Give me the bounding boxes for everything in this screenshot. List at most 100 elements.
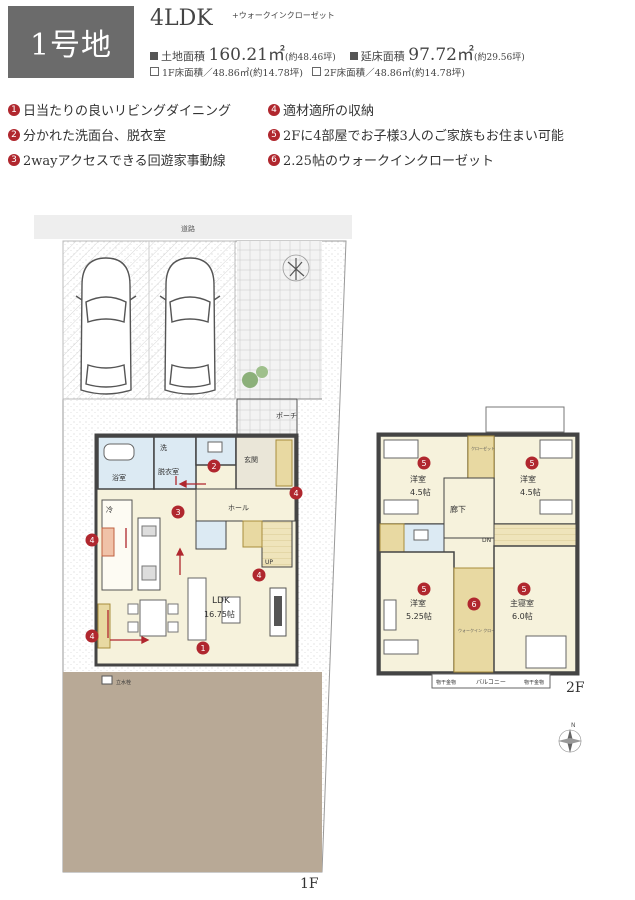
svg-text:3: 3 — [175, 508, 180, 517]
road — [34, 215, 352, 239]
dining-table — [127, 599, 179, 637]
land-area-value: 160.21㎡ — [208, 45, 285, 65]
marker-5: 5 — [525, 456, 539, 470]
room-ne-size: 4.5帖 — [520, 487, 541, 497]
marker-2: 2 — [207, 459, 221, 473]
drying-left: 物干金物 — [436, 679, 456, 686]
floor-label-1f: 1F — [300, 876, 319, 892]
room-nw-label: 洋室 — [410, 474, 426, 484]
compass-icon: N — [558, 722, 582, 753]
svg-text:4: 4 — [293, 489, 298, 498]
stairs-2f — [493, 523, 577, 547]
square-hollow-icon — [150, 67, 159, 76]
feature-text: 2.25帖のウォークインクローゼット — [283, 154, 494, 169]
svg-text:5: 5 — [421, 459, 426, 468]
plant-icon — [242, 254, 310, 388]
garden-area — [63, 672, 322, 872]
svg-text:N: N — [571, 722, 576, 729]
svg-text:クローゼット: クローゼット — [471, 445, 495, 451]
entrance-label: 玄関 — [244, 455, 258, 464]
land-area-tsubo: (約48.46坪) — [284, 53, 336, 63]
f1-area: 1F床面積／48.86㎡(約14.78坪) — [162, 68, 303, 79]
wash-label: 洗 — [160, 443, 167, 452]
number-marker-icon: 5 — [268, 128, 280, 141]
car-icon — [75, 257, 137, 395]
balcony-label: バルコニー — [476, 679, 506, 686]
flow-arrows — [107, 476, 206, 645]
svg-text:4: 4 — [89, 632, 94, 641]
number-marker-icon: 2 — [8, 128, 20, 141]
feature-text: 2Fに4部屋でお子様3人のご家族もお住まい可能 — [283, 129, 564, 144]
layout-extra: +ウォークインクローゼット — [232, 11, 335, 20]
square-filled-icon — [150, 52, 158, 60]
road-label: 道路 — [181, 224, 195, 233]
floor-label-2f: 2F — [566, 680, 585, 696]
hall-label: ホール — [228, 504, 249, 512]
balcony-top — [485, 406, 565, 433]
svg-text:5: 5 — [521, 585, 526, 594]
svg-text:6: 6 — [471, 600, 476, 609]
fridge-label: 冷 — [106, 505, 113, 514]
svg-text:4: 4 — [89, 536, 94, 545]
svg-text:2: 2 — [211, 462, 216, 471]
wic-label: ウォークイン クローゼット 2.25帖 — [458, 627, 521, 633]
area-floor-line: 1F床面積／48.86㎡(約14.78坪) 2F床面積／48.86㎡(約14.7… — [150, 65, 465, 79]
feature-text: 適材適所の収納 — [283, 104, 375, 119]
svg-text:1: 1 — [200, 644, 205, 653]
number-marker-icon: 6 — [268, 153, 280, 166]
walk-in-closet — [453, 567, 495, 673]
balcony — [431, 673, 551, 689]
feature-text: 2wayアクセスできる回遊家事動線 — [23, 154, 226, 169]
room-sw-label: 洋室 — [410, 598, 426, 608]
floor-area-tsubo: (約29.56坪) — [473, 53, 525, 63]
porch-label: ポーチ — [276, 412, 297, 420]
number-marker-icon: 3 — [8, 153, 20, 166]
master-size: 6.0帖 — [512, 611, 533, 621]
marker-4: 4 — [85, 533, 99, 547]
room-ne-label: 洋室 — [520, 474, 536, 484]
ldk-size: 16.75帖 — [204, 609, 235, 619]
bath-label: 浴室 — [112, 473, 126, 482]
drying-right: 物干金物 — [524, 679, 544, 686]
hall — [195, 488, 296, 522]
number-marker-icon: 1 — [8, 103, 20, 116]
floor-area-value: 97.72㎡ — [408, 45, 474, 65]
closet-top — [467, 435, 495, 479]
land-area-label: 土地面積 — [161, 50, 205, 63]
marker-6: 6 — [467, 597, 481, 611]
feature-text: 分かれた洗面台、脱衣室 — [23, 129, 167, 144]
marker-1: 1 — [196, 641, 210, 655]
faucet-icon — [101, 675, 113, 685]
square-filled-icon — [349, 52, 358, 60]
marker-4: 4 — [252, 568, 266, 582]
corridor-label: 廊下 — [450, 504, 466, 514]
svg-text:5: 5 — [421, 585, 426, 594]
marker-4: 4 — [85, 629, 99, 643]
car-icon — [159, 257, 221, 395]
marker-3: 3 — [171, 505, 185, 519]
up-label: UP — [265, 559, 273, 566]
dn-label: DN — [482, 537, 491, 544]
lot-number-badge: 1号地 — [8, 6, 134, 78]
square-hollow-icon — [312, 67, 322, 76]
room-nw-size: 4.5帖 — [410, 487, 431, 497]
dressing-label: 脱衣室 — [158, 467, 179, 476]
feature-text: 日当たりの良いリビングダイニング — [23, 104, 232, 119]
area-main-line: 土地面積 160.21㎡(約48.46坪) 延床面積 97.72㎡(約29.56… — [150, 40, 525, 65]
svg-text:4: 4 — [256, 571, 261, 580]
floor-area-label: 延床面積 — [360, 50, 405, 63]
ldk-label: LDK — [212, 596, 231, 606]
layout-type: 4LDK — [150, 6, 213, 31]
f2-area: 2F床面積／48.86㎡(約14.78坪) — [324, 68, 465, 79]
room-sw-size: 5.25帖 — [406, 611, 432, 621]
faucet-label: 立水栓 — [116, 679, 131, 686]
marker-5: 5 — [417, 456, 431, 470]
corridor-2f — [443, 477, 495, 539]
